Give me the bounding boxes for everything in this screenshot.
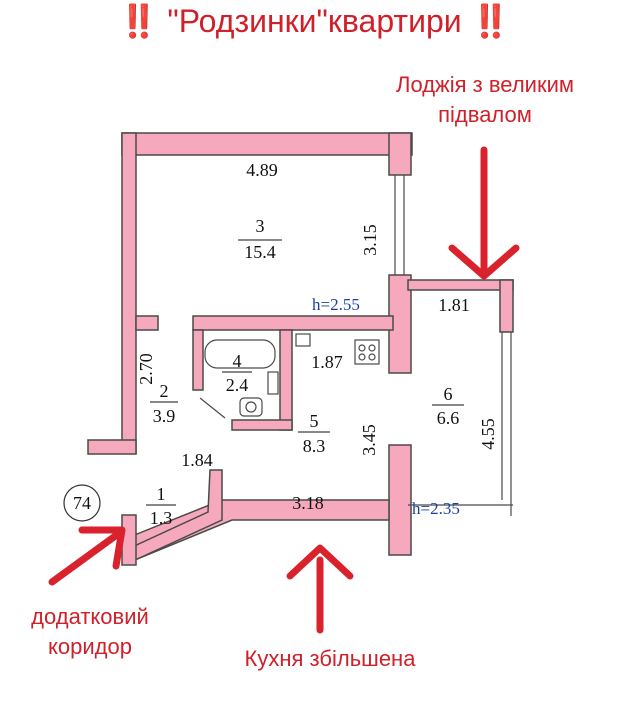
arrow-down-icon [448,146,520,280]
room3-area: 15.4 [244,242,276,262]
wall-partition-left [135,315,159,331]
fraction-lines [146,239,464,506]
wall-entrance-lower [121,514,137,566]
door-swing-line [199,397,226,419]
sink-icon [267,371,279,395]
dim-room3-depth: 3.15 [360,224,380,256]
stove-burner-icon [368,353,376,361]
room4-area: 2.4 [226,375,249,395]
room5-area: 8.3 [303,436,326,456]
wall-right-upper [388,132,412,176]
arrow-up-right-icon [48,526,126,586]
dim-corridor-width: 1.84 [181,450,213,470]
stove-burner-icon [368,344,376,352]
bathroom-fixtures [199,333,380,419]
wall-loggia-right-upper [499,279,514,333]
dim-kitchen-width-bottom: 3.18 [292,493,324,513]
room3-number: 3 [256,216,265,236]
room6-number: 6 [444,384,453,404]
corridor-note: додатковий коридор [10,602,170,662]
wall-bath-right [279,329,293,431]
dim-kitchen-depth: 3.45 [359,424,379,456]
wall-loggia-top [407,279,514,291]
loggia-note: Лоджія з великим підвалом [360,70,610,130]
dim-kitchen-width-top: 1.87 [311,352,343,372]
wall-left [121,132,137,454]
corridor-note-line2: коридор [48,634,132,659]
apartment-number-badge [63,484,101,522]
room5-number: 5 [310,411,319,431]
room1-number: 1 [157,484,166,504]
apartment-number: 74 [73,493,91,513]
arrow-up-icon [286,544,354,634]
red-arrows [48,146,520,634]
stove-icon [354,339,380,365]
ceiling-height-main: h=2.55 [312,295,360,314]
kitchen-note-text: Кухня збільшена [244,646,416,671]
wall-bath-left [192,329,204,391]
wall-top [121,132,413,156]
corridor-note-line1: додатковий [31,604,149,629]
kitchen-note: Кухня збільшена [205,644,455,674]
room4-number: 4 [233,351,242,371]
toilet-icon [239,397,263,417]
walls [87,132,514,566]
dim-loggia-width: 1.81 [438,295,470,315]
loggia-note-line2: підвалом [438,102,532,127]
room1-area: 1.3 [150,508,173,528]
double-exclamation-icon: ‼️ [118,3,159,39]
wall-corridor-diagonal [129,469,223,562]
dim-room3-width: 4.89 [246,160,278,180]
room6-area: 6.6 [437,408,460,428]
loggia-note-line1: Лоджія з великим [396,72,574,97]
page-title: ‼️ "Родзинки"квартири ‼️ [0,2,629,40]
room2-number: 2 [160,381,169,401]
room2-area: 3.9 [153,406,176,426]
wall-entrance-stub [87,439,137,455]
wall-kitchen-right-lower [388,444,412,556]
title-text: "Родзинки"квартири [167,3,462,39]
toilet-bowl-icon [245,401,257,413]
wall-partition-main [192,315,394,331]
wall-bath-bottom [231,419,293,431]
dim-room2-length: 2.70 [136,353,156,385]
kitchen-sink-icon [295,333,311,347]
bathtub-icon [204,339,276,369]
windows [394,175,513,516]
ceiling-height-loggia: h=2.35 [412,499,460,518]
double-exclamation-icon: ‼️ [470,3,511,39]
dim-loggia-length: 4.55 [478,418,498,450]
stove-burner-icon [358,344,366,352]
stove-burner-icon [358,353,366,361]
